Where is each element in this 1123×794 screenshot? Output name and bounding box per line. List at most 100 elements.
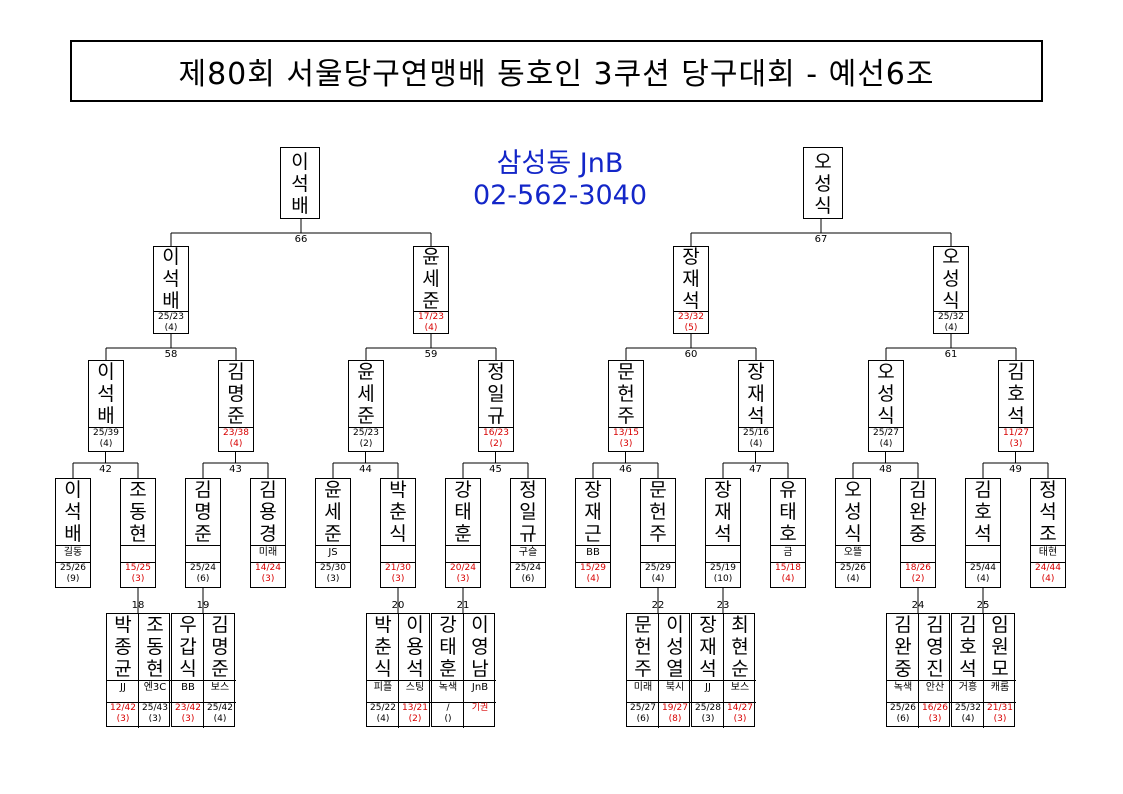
score: 23/42	[175, 703, 201, 713]
score: 15/25	[125, 563, 151, 573]
club-label: 금	[771, 545, 805, 562]
rank: (3)	[131, 574, 145, 584]
name-char: 장	[747, 361, 765, 383]
page-title: 제80회 서울당구연맹배 동호인 3쿠션 당구대회 - 예선6조	[178, 57, 935, 92]
rank: (4)	[213, 714, 227, 724]
score-box: 25/43(3)	[139, 702, 171, 728]
score-box: 25/27(6)	[627, 702, 659, 728]
match-number: 46	[619, 464, 632, 475]
rank: (3)	[928, 714, 942, 724]
club-label: 보스	[204, 680, 236, 702]
club-label: 엔3C	[139, 680, 171, 702]
score: 25/24	[515, 563, 541, 573]
name-char: 영	[926, 636, 944, 658]
club-label: 길동	[56, 545, 90, 562]
score-box: 25/23(2)	[349, 427, 383, 453]
name-char: 이	[162, 246, 180, 268]
match-number: 49	[1009, 464, 1022, 475]
club-label: BB	[172, 680, 204, 702]
score-box: 25/26(4)	[836, 562, 870, 589]
score-box: 25/28(3)	[692, 702, 724, 728]
club-label: JJ	[107, 680, 139, 702]
match-number: 59	[424, 349, 438, 360]
name-char: 동	[129, 501, 147, 523]
rank: (4)	[749, 439, 763, 449]
name-char: 석	[959, 658, 977, 680]
name-char: 명	[211, 636, 229, 658]
name-char: 윤	[357, 361, 375, 383]
name-char: 이	[291, 151, 309, 173]
prelim-divider	[918, 614, 919, 728]
name-char: 식	[844, 523, 862, 545]
score-box: 25/19(10)	[706, 562, 740, 589]
rank: (4)	[99, 439, 113, 449]
name-char: 김	[926, 614, 944, 636]
name-char: 헌	[617, 383, 635, 405]
name-char: 세	[422, 268, 440, 290]
score-box: 14/24(3)	[251, 562, 285, 589]
score: 16/26	[922, 703, 948, 713]
score: 25/32	[938, 312, 964, 322]
rank: (4)	[229, 439, 243, 449]
name-char: 명	[194, 501, 212, 523]
name-char: 완	[909, 501, 927, 523]
score: 15/29	[580, 563, 606, 573]
score: 25/42	[207, 703, 233, 713]
match-number: 58	[164, 349, 178, 360]
score: 16/23	[483, 428, 509, 438]
score: 13/15	[613, 428, 639, 438]
prelim-divider	[138, 614, 139, 728]
name-char: 강	[439, 614, 457, 636]
club-label: BB	[576, 545, 610, 562]
club-label	[446, 545, 480, 562]
name-char: 박	[389, 479, 407, 501]
name-char: 장	[584, 479, 602, 501]
match-number: 61	[944, 349, 958, 360]
sponsor-phone: 02-562-3040	[472, 180, 648, 211]
name-char: 동	[146, 636, 164, 658]
prelim-divider	[398, 614, 399, 728]
name-char: 석	[406, 658, 424, 680]
score-box: 12/42(3)	[107, 702, 139, 728]
score: 25/39	[93, 428, 119, 438]
name-char: 석	[1039, 501, 1057, 523]
name-char: 김	[894, 614, 912, 636]
score: 20/24	[450, 563, 476, 573]
name-char: 정	[1039, 479, 1057, 501]
score-box: 25/22(4)	[367, 702, 399, 728]
rank: (3)	[116, 714, 130, 724]
score-box: 기권	[464, 702, 496, 728]
name-char: 현	[129, 523, 147, 545]
name-char: 훈	[439, 658, 457, 680]
name-char: 호	[779, 523, 797, 545]
score-box: 15/29(4)	[576, 562, 610, 589]
name-char: 세	[357, 383, 375, 405]
name-char: 남	[471, 658, 489, 680]
